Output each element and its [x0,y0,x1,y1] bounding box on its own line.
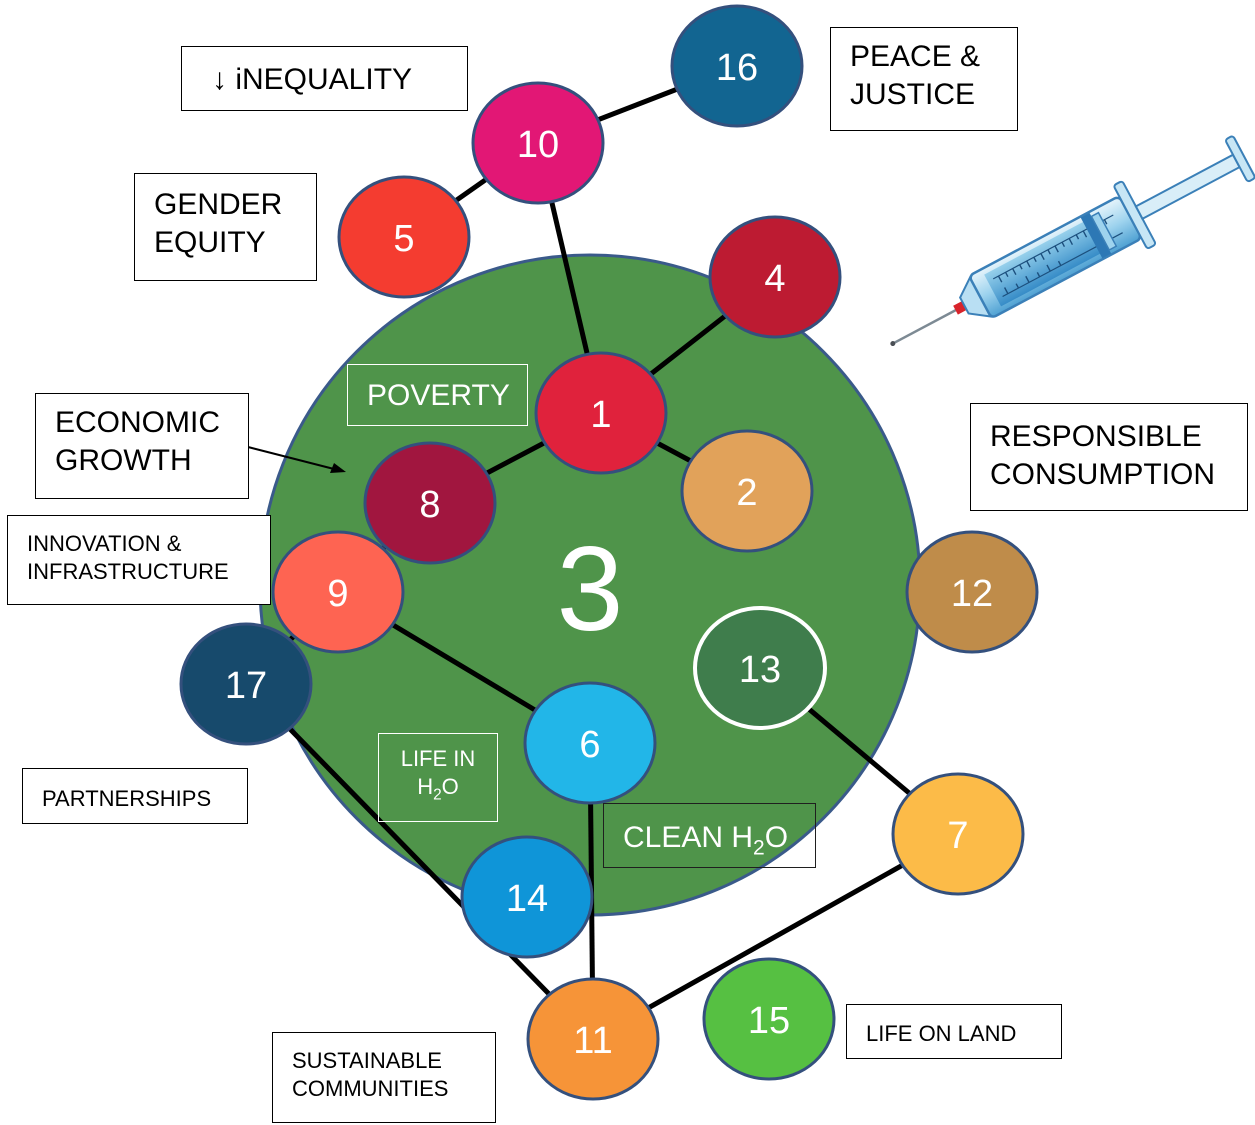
label-gender-line1: GENDER [154,188,283,221]
svg-text:6: 6 [579,724,600,766]
svg-text:4: 4 [764,258,785,300]
svg-text:12: 12 [951,573,993,615]
label-responsible-consumption: RESPONSIBLE CONSUMPTION [970,403,1248,511]
label-economic-line2: GROWTH [55,444,192,478]
label-life-on-land: LIFE ON LAND [846,1004,1062,1059]
label-clean-water: CLEAN H2O [603,803,816,868]
goal-node-9[interactable]: 9 [271,530,405,654]
label-sustainable-line2: COMMUNITIES [292,1076,449,1102]
label-sustainable-line1: SUSTAINABLE [292,1048,442,1073]
svg-text:7: 7 [947,815,968,857]
svg-text:1: 1 [590,394,611,436]
svg-text:5: 5 [393,218,414,260]
connection-n17-n11 [244,682,595,1041]
goal-node-16[interactable]: 16 [670,4,804,128]
goal-node-1[interactable]: 1 [534,351,668,475]
label-poverty: POVERTY [347,364,528,426]
goal-node-7[interactable]: 7 [891,772,1025,896]
pointer-arrow [247,446,346,473]
goal-node-11[interactable]: 11 [526,977,660,1101]
svg-text:2: 2 [736,472,757,514]
goal-nodes: 16 10 5 4 1 2 [179,4,1039,1101]
svg-text:11: 11 [573,1020,612,1062]
label-responsible-line1: RESPONSIBLE [990,420,1202,453]
syringe-icon [890,135,1255,347]
goal-node-17[interactable]: 17 [179,622,313,746]
goal-node-10[interactable]: 10 [471,81,605,205]
goal-node-4[interactable]: 4 [708,215,842,339]
label-gender-line2: EQUITY [154,226,266,260]
label-life-in-water-line2: H2O [417,774,459,804]
label-economic-growth: ECONOMIC GROWTH [35,393,249,499]
goal-node-8[interactable]: 8 [363,441,497,565]
label-inequality: ↓ iNEQUALITY [181,46,468,111]
connection-n7-n11 [591,831,960,1042]
central-goal-number: 3 [557,522,624,656]
label-peace-line2: JUSTICE [850,78,976,112]
label-life-in-water-line1: LIFE IN [400,746,476,771]
label-gender-equity: GENDER EQUITY [134,173,317,281]
svg-text:8: 8 [419,484,440,526]
goal-node-12[interactable]: 12 [905,530,1039,654]
goal-node-5[interactable]: 5 [337,175,471,299]
label-economic-line1: ECONOMIC [55,406,220,439]
goal-node-6[interactable]: 6 [523,681,657,805]
label-innovation-infrastructure: INNOVATION & INFRASTRUCTURE [7,515,271,605]
svg-text:13: 13 [739,649,781,691]
label-innovation-line2: INFRASTRUCTURE [27,559,229,585]
svg-text:16: 16 [716,47,758,89]
label-partnerships: PARTNERSHIPS [22,768,248,824]
svg-text:15: 15 [748,1000,790,1042]
goal-node-14[interactable]: 14 [460,835,594,959]
svg-text:9: 9 [327,573,348,615]
svg-text:10: 10 [517,124,559,166]
svg-text:14: 14 [506,878,548,920]
label-peace-justice: PEACE & JUSTICE [830,27,1018,131]
svg-text:17: 17 [225,665,267,707]
goal-node-13[interactable]: 13 [693,606,827,730]
label-peace-line1: PEACE & [850,40,981,73]
goal-node-15[interactable]: 15 [702,957,836,1081]
label-innovation-line1: INNOVATION & [27,531,182,556]
label-life-in-water: LIFE IN H2O [378,733,498,822]
label-sustainable-communities: SUSTAINABLE COMMUNITIES [272,1032,496,1123]
label-responsible-line2: CONSUMPTION [990,458,1215,492]
goal-node-2[interactable]: 2 [680,429,814,553]
